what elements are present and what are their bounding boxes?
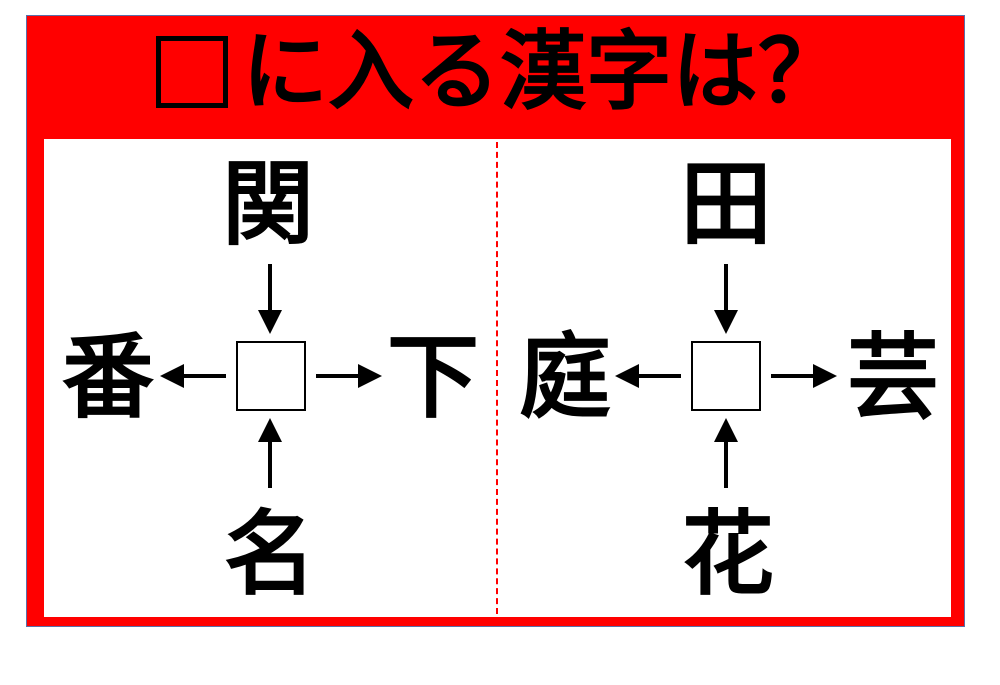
puzzle1-left-kanji: 番 [61,324,154,431]
puzzle2-bottom-kanji: 花 [681,501,774,608]
title: に入る漢字は？ [0,22,1000,122]
puzzle2-right-kanji: 芸 [846,324,939,431]
dashed-divider [496,142,498,614]
puzzle1-bottom-kanji: 名 [223,501,316,608]
title-blank-square [156,36,228,108]
puzzle2-left-kanji: 庭 [518,324,611,431]
title-text: に入る漢字は？ [242,22,844,122]
puzzle1-blank-box [236,341,306,411]
puzzle2-top-kanji: 田 [679,151,772,258]
puzzle1-top-kanji: 関 [221,151,314,258]
puzzle2-blank-box [691,341,761,411]
puzzle1-right-kanji: 下 [386,324,479,431]
